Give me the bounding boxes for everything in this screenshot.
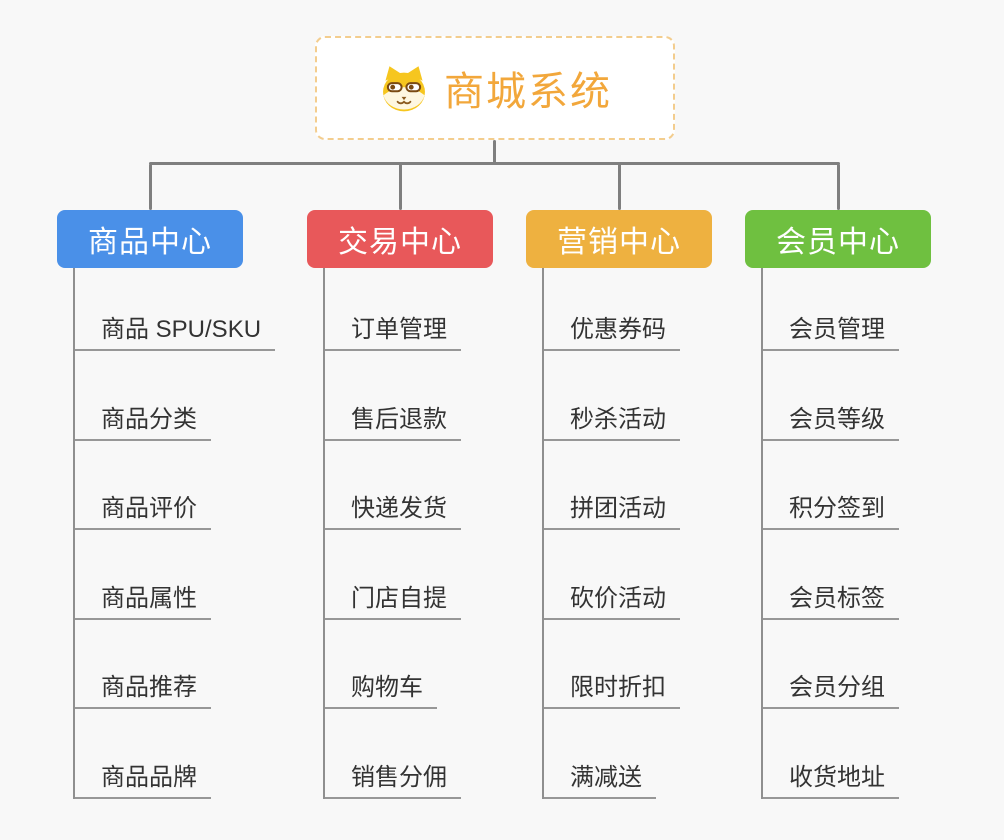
leaf-node[interactable]: 门店自提 [325,530,461,620]
leaf-column-marketing: 优惠券码 秒杀活动 拼团活动 砍价活动 限时折扣 满减送 [542,268,680,799]
leaf-node[interactable]: 会员分组 [763,620,899,709]
leaf-node[interactable]: 优惠券码 [544,268,680,351]
leaf-column-trade: 订单管理 售后退款 快递发货 门店自提 购物车 销售分佣 [323,268,461,799]
leaf-node[interactable]: 商品 SPU/SKU [75,268,276,351]
shiba-dog-icon [383,66,425,112]
leaf-node[interactable]: 商品推荐 [75,620,211,709]
connector-root-stub [493,140,496,165]
leaf-node[interactable]: 会员等级 [763,351,899,441]
leaf-node[interactable]: 拼团活动 [544,441,680,530]
leaf-node[interactable]: 会员管理 [763,268,899,351]
connector-drop-marketing [618,164,621,210]
leaf-column-product: 商品 SPU/SKU 商品分类 商品评价 商品属性 商品推荐 商品品牌 [73,268,276,799]
connector-drop-trade [399,164,402,210]
branch-label: 交易中心 [338,226,462,259]
leaf-node[interactable]: 积分签到 [763,441,899,530]
leaf-node[interactable]: 砍价活动 [544,530,680,620]
branch-node-product-center[interactable]: 商品中心 [57,210,243,268]
leaf-node[interactable]: 售后退款 [325,351,461,441]
connector-drop-member [837,164,840,210]
leaf-node[interactable]: 收货地址 [763,709,899,799]
leaf-node[interactable]: 购物车 [325,620,437,709]
leaf-node[interactable]: 订单管理 [325,268,461,351]
branch-node-member-center[interactable]: 会员中心 [745,210,931,268]
leaf-node[interactable]: 商品评价 [75,441,211,530]
branch-label: 会员中心 [776,226,900,259]
leaf-node[interactable]: 销售分佣 [325,709,461,799]
root-node[interactable]: 商城系统 [315,36,675,140]
leaf-node[interactable]: 商品分类 [75,351,211,441]
branch-node-marketing-center[interactable]: 营销中心 [526,210,712,268]
leaf-column-member: 会员管理 会员等级 积分签到 会员标签 会员分组 收货地址 [761,268,899,799]
branch-label: 营销中心 [557,226,681,259]
leaf-node[interactable]: 商品品牌 [75,709,211,799]
leaf-node[interactable]: 限时折扣 [544,620,680,709]
leaf-node[interactable]: 会员标签 [763,530,899,620]
root-title: 商城系统 [444,70,612,114]
leaf-node[interactable]: 秒杀活动 [544,351,680,441]
branch-node-trade-center[interactable]: 交易中心 [307,210,493,268]
connector-horizontal-bus [149,162,840,165]
leaf-node[interactable]: 满减送 [544,709,656,799]
connector-drop-product [149,164,152,210]
leaf-node[interactable]: 快递发货 [325,441,461,530]
branch-label: 商品中心 [88,226,212,259]
leaf-node[interactable]: 商品属性 [75,530,211,620]
